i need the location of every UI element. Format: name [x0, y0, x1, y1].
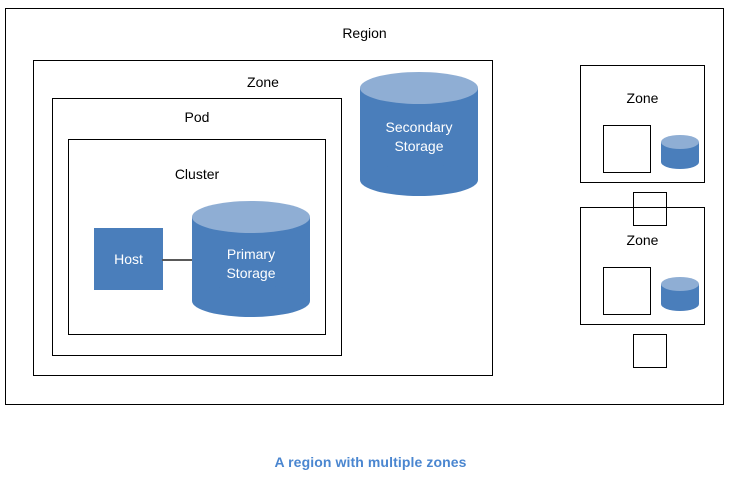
cylinder-bottom [661, 155, 699, 169]
zone-secondary-label-1: Zone [626, 90, 659, 106]
region-box: Region [5, 8, 724, 405]
primary-storage-cylinder: Primary Storage [192, 201, 310, 317]
pod-box: Pod [52, 98, 342, 356]
cylinder-top-ellipse [360, 72, 478, 104]
cluster-box: Cluster [68, 139, 326, 335]
cylinder-bottom [661, 297, 699, 311]
mini-cluster-box-2 [633, 334, 667, 368]
cluster-label: Cluster [174, 166, 220, 182]
zone-primary-box: Zone [33, 60, 493, 376]
diagram-caption: A region with multiple zones [274, 454, 467, 470]
secondary-storage-cylinder: Secondary Storage [360, 72, 478, 196]
host-to-primary-storage-connector [162, 259, 197, 261]
mini-pod-box-2 [603, 267, 667, 368]
cylinder-top-ellipse [192, 201, 310, 233]
mini-pod-box-1 [603, 125, 667, 226]
cylinder-top-ellipse [661, 277, 699, 291]
zone-secondary-label-2: Zone [626, 232, 659, 248]
host-node: Host [94, 228, 163, 290]
cylinder-bottom [360, 164, 478, 196]
zone-secondary-box-2: Zone [580, 207, 705, 368]
region-label: Region [342, 25, 387, 41]
mini-cluster-box-1 [633, 192, 667, 226]
mini-storage-cylinder-2 [661, 277, 699, 311]
zone-secondary-box-1: Zone [580, 65, 705, 226]
pod-label: Pod [184, 109, 210, 125]
mini-storage-cylinder-1 [661, 135, 699, 169]
zone-primary-label: Zone [247, 74, 279, 90]
cylinder-bottom [192, 285, 310, 317]
cylinder-top-ellipse [661, 135, 699, 149]
